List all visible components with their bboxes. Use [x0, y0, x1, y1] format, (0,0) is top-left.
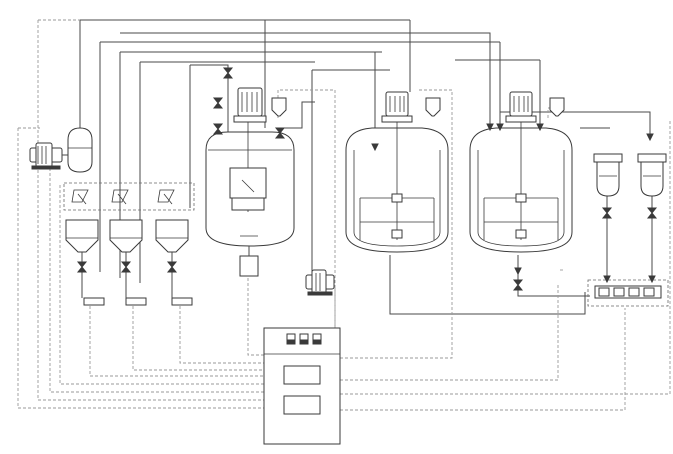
- homogenizer-reactor: [205, 120, 295, 277]
- tank-3-funnel: [549, 97, 565, 117]
- sieve-group: [63, 182, 195, 211]
- hopper-3: [155, 219, 189, 292]
- arrow-icon: [371, 123, 656, 284]
- storage-tank-2: [345, 118, 449, 253]
- condenser-tank: [67, 127, 93, 173]
- sieve-3: [157, 189, 175, 205]
- sieve-2: [111, 189, 129, 205]
- vacuum-pump: [29, 142, 68, 170]
- reactor-1-motor: [233, 87, 267, 123]
- reactor-1-funnel: [271, 97, 287, 117]
- filter-2: [637, 153, 667, 197]
- filling-station: [587, 279, 669, 307]
- screw-feeders: [81, 292, 193, 306]
- valve-icon: [212, 67, 286, 139]
- tank-2-motor: [381, 91, 413, 123]
- valve-icon: [76, 261, 178, 273]
- tank-2-funnel: [425, 97, 441, 117]
- tank-3-motor: [505, 91, 537, 123]
- pipe-network: [79, 19, 653, 315]
- transfer-pump: [305, 269, 335, 296]
- hopper-2: [109, 219, 143, 292]
- storage-tank-3: [469, 118, 573, 253]
- valve-icon: [512, 207, 658, 291]
- control-cabinet: [263, 327, 341, 445]
- hopper-1: [65, 219, 99, 292]
- sieve-1: [71, 189, 89, 205]
- filter-1: [593, 153, 623, 197]
